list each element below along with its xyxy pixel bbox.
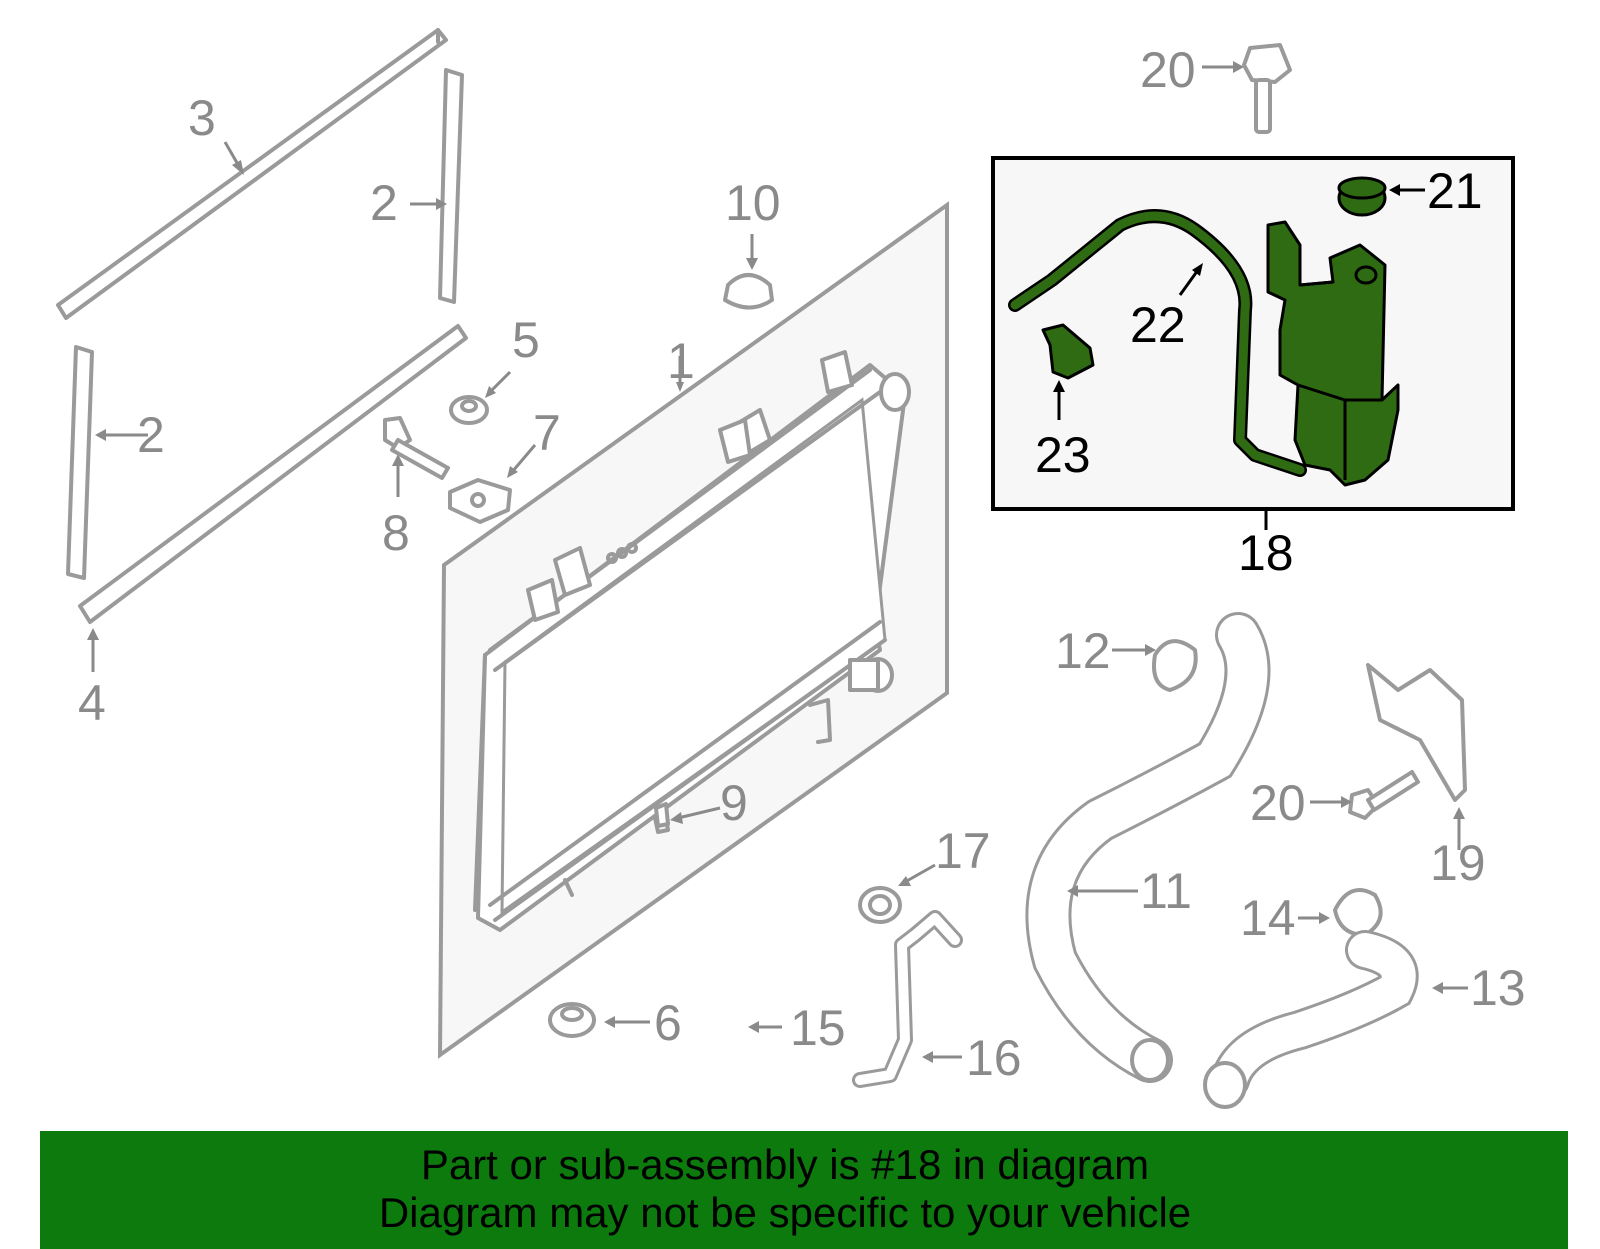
part-7-clip	[448, 478, 512, 524]
part-14-clamp	[1333, 888, 1383, 937]
callout-16: 16	[966, 1030, 1022, 1086]
callout-5: 5	[512, 312, 540, 368]
part-1-radiator	[437, 201, 949, 1059]
part-21-reservoir-cap[interactable]	[1337, 176, 1387, 217]
part-20-bolt-top	[1242, 43, 1292, 134]
part-8-bolt	[383, 416, 450, 480]
coolant-reservoir-tank[interactable]	[1266, 220, 1400, 487]
callout-1: 1	[667, 333, 695, 389]
part-6-grommet	[548, 1002, 596, 1038]
callout-4: 4	[78, 675, 106, 731]
callout-15: 15	[790, 1000, 846, 1056]
callout-11: 11	[1140, 863, 1192, 919]
part-9-drain	[654, 802, 670, 828]
part-16-hose	[852, 910, 963, 1088]
part-12-clamp	[1152, 639, 1198, 692]
part-23-reservoir-bracket[interactable]	[1041, 323, 1095, 380]
callout-3: 3	[188, 90, 216, 146]
part-2-vertical-strip-left	[66, 345, 94, 580]
callout-13: 13	[1470, 960, 1526, 1016]
part-15-tube	[712, 737, 1013, 1083]
banner-line-1: Part or sub-assembly is #18 in diagram	[420, 1141, 1150, 1188]
callout-12: 12	[1055, 623, 1111, 679]
part-20-bolt-lower	[1348, 770, 1420, 820]
callout-2-lower: 2	[137, 407, 165, 463]
callout-21: 21	[1427, 163, 1483, 219]
info-banner: Part or sub-assembly is #18 in diagram D…	[40, 1131, 1568, 1249]
callout-20-upper: 20	[1140, 42, 1196, 98]
callout-20-lower: 20	[1250, 775, 1306, 831]
callout-7: 7	[533, 405, 561, 461]
callout-17: 17	[935, 823, 991, 879]
part-5-grommet	[449, 395, 489, 425]
callout-9: 9	[720, 775, 748, 831]
callout-14: 14	[1240, 890, 1296, 946]
banner-line-2: Diagram may not be specific to your vehi…	[378, 1189, 1192, 1236]
callout-18: 18	[1238, 525, 1294, 581]
part-10-cap	[723, 273, 774, 310]
part-13-lower-hose	[1203, 930, 1419, 1109]
callout-23: 23	[1035, 427, 1091, 483]
callout-8: 8	[382, 505, 410, 561]
part-2-vertical-strip-right	[438, 68, 464, 304]
part-11-upper-hose	[1025, 612, 1271, 1083]
callout-6: 6	[654, 995, 682, 1051]
part-3-seal-strip	[56, 28, 448, 320]
callout-22: 22	[1130, 297, 1186, 353]
callout-numbers: 3 2 2 4 5 1 10 7 8 9 6 15 16 17 11 12 14…	[78, 42, 1526, 1086]
part-19-bracket	[1366, 663, 1467, 802]
callout-2-upper: 2	[370, 175, 398, 231]
callout-19: 19	[1430, 835, 1486, 891]
callout-10: 10	[725, 175, 781, 231]
part-4-seal-strip-lower	[78, 324, 468, 624]
part-22-reservoir-hose[interactable]	[1008, 209, 1307, 477]
leader-lines	[87, 61, 1468, 1063]
part-17-clamp	[858, 886, 902, 924]
